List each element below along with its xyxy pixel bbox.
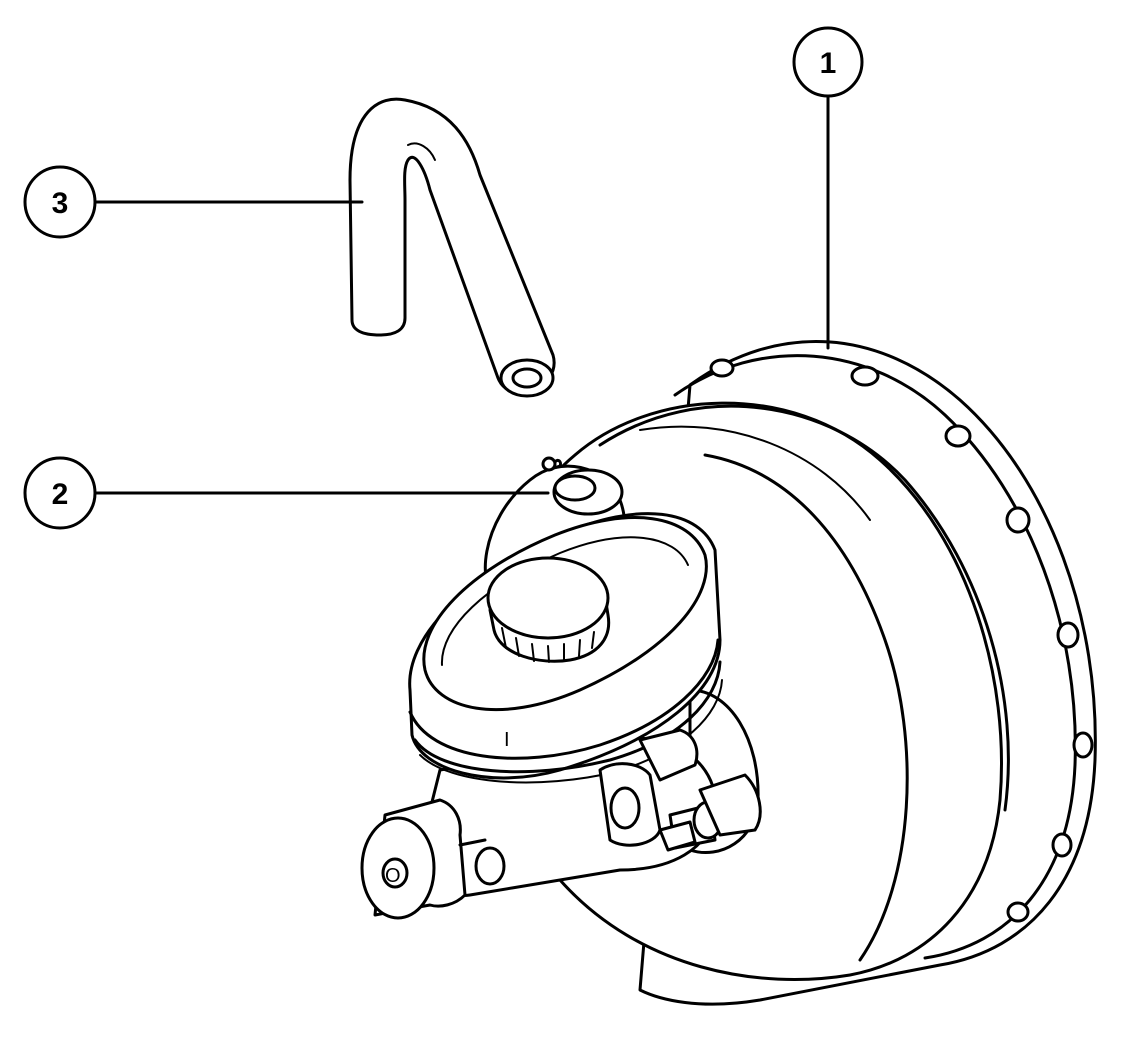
side-port-fitting [598,728,762,852]
reservoir-mark: I [504,729,510,751]
master-cylinder: I O [360,456,762,920]
booster-rim-clips [709,358,1094,923]
front-port-fitting: O [360,798,506,920]
callout-1: 1 [792,26,864,350]
reservoir-cap [486,556,611,663]
check-valve-grommet [541,456,624,516]
callout-2: 2 [23,456,550,530]
port-mark: O [385,865,401,887]
callout-1-label: 1 [820,47,837,80]
vacuum-hose [348,97,556,398]
callout-3: 3 [23,165,364,239]
callout-2-label: 2 [52,478,69,511]
callout-3-label: 3 [52,187,69,220]
